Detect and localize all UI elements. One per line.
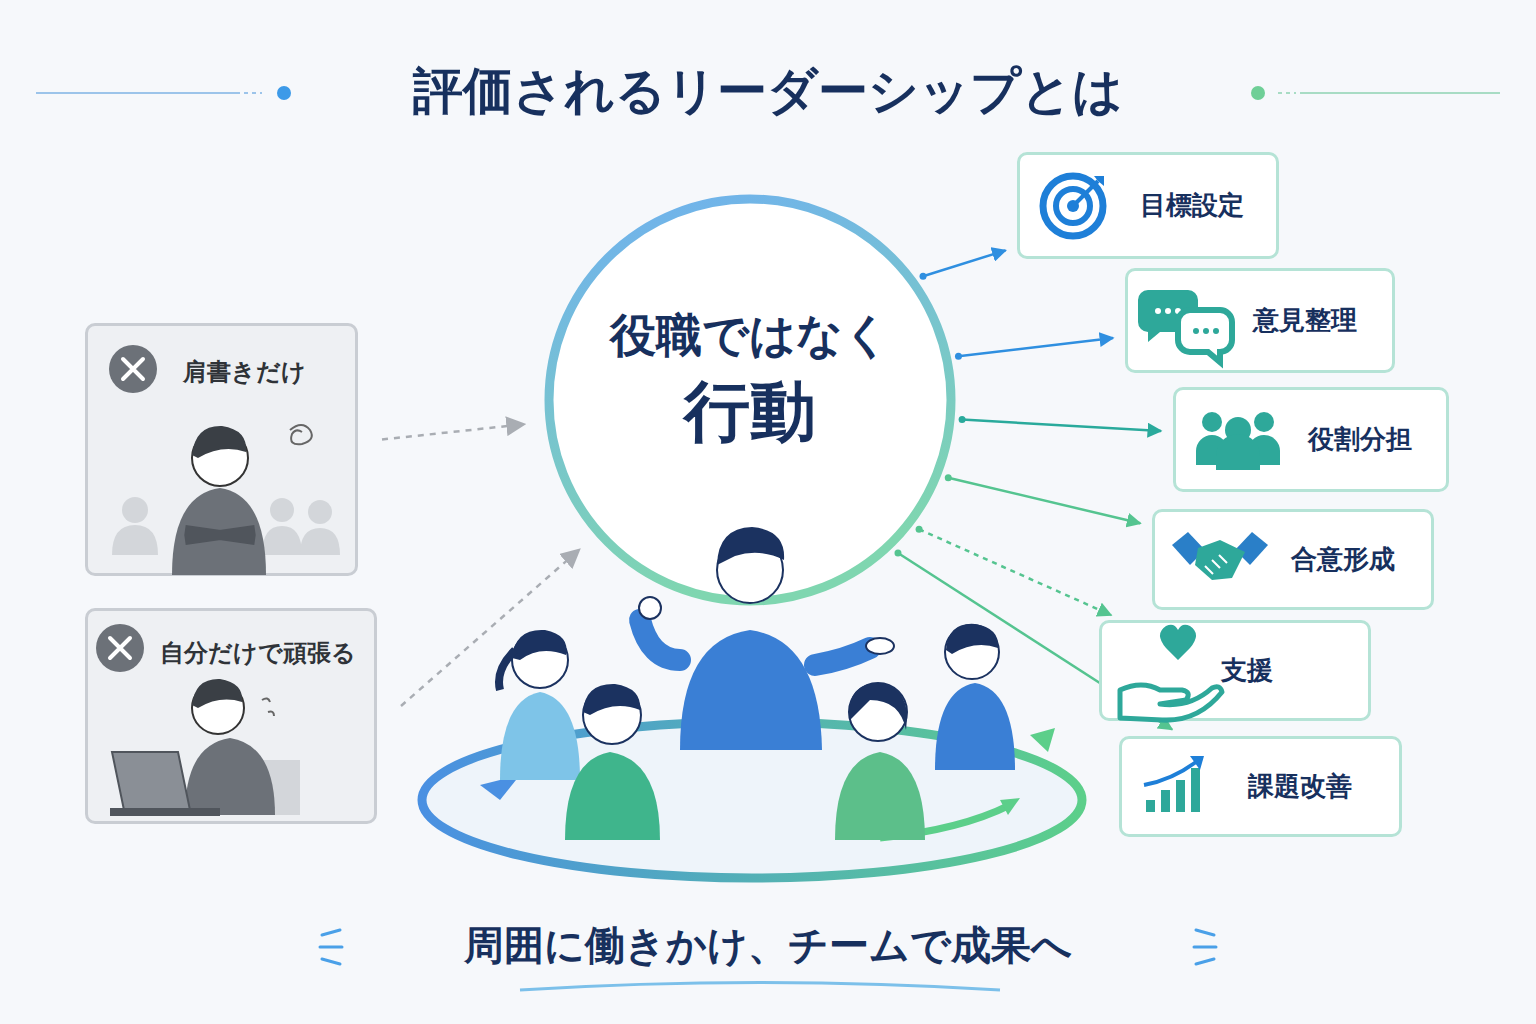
center-circle: 役職ではなく行動 <box>549 199 951 601</box>
connector-arrow <box>962 420 1161 431</box>
connector-arrow <box>382 424 524 439</box>
node-label: 肩書きだけ <box>183 356 306 388</box>
support-icon <box>1120 625 1222 720</box>
connector-dot <box>920 273 927 280</box>
target-icon <box>1043 176 1104 236</box>
chat-icon <box>1138 290 1232 362</box>
node-label: 役割分担 <box>1308 422 1412 457</box>
action-box: 支援 <box>1099 620 1371 721</box>
team-icon <box>1196 412 1280 470</box>
action-box: 役割分担 <box>1173 387 1449 492</box>
x-icon <box>96 345 157 672</box>
node-label: 意見整理 <box>1253 303 1357 338</box>
action-box: 目標設定 <box>1017 152 1279 259</box>
node-label: 役職ではなく <box>610 304 890 366</box>
connector-arrow <box>958 338 1113 356</box>
node-label: 合意形成 <box>1291 542 1395 577</box>
title: 評価されるリーダーシップとは <box>0 58 1536 125</box>
connector-arrow <box>919 529 1111 615</box>
title-dot <box>277 86 291 100</box>
connector-dot <box>959 416 966 423</box>
node-label: 行動 <box>684 367 816 456</box>
crowd-silhouettes <box>112 497 340 555</box>
action-box: 合意形成 <box>1152 509 1434 610</box>
ng-box: 肩書きだけ <box>85 323 358 576</box>
connector-dot <box>955 353 962 360</box>
node-label: 自分だけで頑張る <box>160 637 356 669</box>
caption: 周囲に働きかけ、チームで成果へ <box>0 918 1536 973</box>
title-only-person <box>172 425 312 575</box>
solo-worker <box>110 679 300 816</box>
node-label: 課題改善 <box>1248 769 1352 804</box>
handshake-icon <box>1172 532 1268 580</box>
team-members <box>499 624 1015 840</box>
title-line <box>36 92 240 94</box>
connector-dot <box>894 549 901 556</box>
center-ring <box>549 199 951 601</box>
node-label: 目標設定 <box>1140 188 1244 223</box>
action-box: 課題改善 <box>1119 736 1402 837</box>
growth-icon <box>1144 756 1204 812</box>
action-box: 意見整理 <box>1125 268 1395 373</box>
node-label: 支援 <box>1221 653 1273 688</box>
ng-box: 自分だけで頑張る <box>85 608 377 824</box>
connector-dot <box>916 526 923 533</box>
connector-arrow <box>948 478 1140 524</box>
connector-arrow <box>401 550 579 706</box>
connector-arrow <box>923 250 1006 276</box>
connector-dot <box>945 474 952 481</box>
